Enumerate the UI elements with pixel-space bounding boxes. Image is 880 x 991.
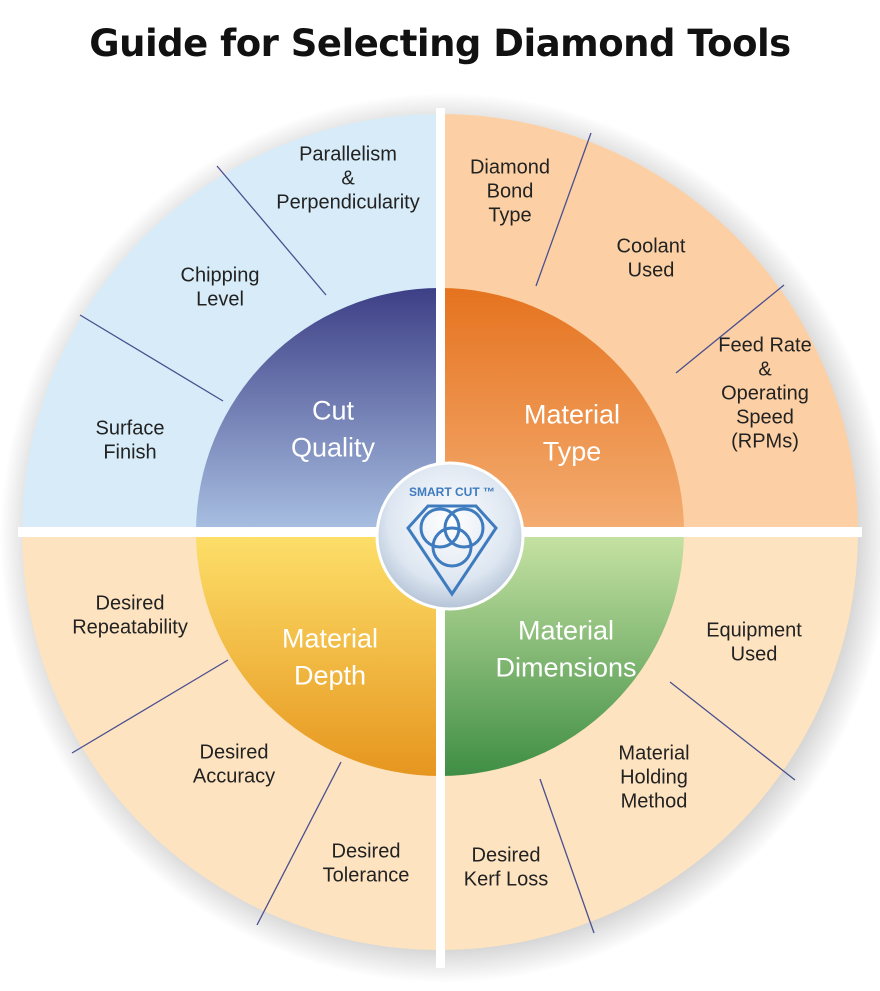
page-title: Guide for Selecting Diamond Tools <box>89 22 791 65</box>
segment-label-line: Finish <box>103 441 156 463</box>
segment-label-line: Holding <box>620 766 688 788</box>
core-quadrant-cut-quality <box>196 288 440 532</box>
logo-text: SMART CUT ™ <box>409 485 495 499</box>
segment-label-line: & <box>758 358 772 380</box>
core-quadrant-material-depth <box>196 532 440 776</box>
segment-label-line: Used <box>731 643 778 665</box>
segment-label: Parallelism&Perpendicularity <box>276 143 419 213</box>
segment-label-line: Coolant <box>617 235 686 257</box>
diamond-logo-icon <box>406 504 498 597</box>
segment-label-line: Kerf Loss <box>464 868 548 890</box>
segment-label-line: Accuracy <box>193 765 275 787</box>
segment-label-line: Used <box>628 259 675 281</box>
logo-badge <box>375 461 525 611</box>
segment-dividers <box>71 132 796 934</box>
segment-label-line: Equipment <box>706 619 802 641</box>
segment-label-line: Surface <box>96 417 165 439</box>
segment-label-line: Method <box>621 790 688 812</box>
segment-label-line: Tolerance <box>323 864 410 886</box>
segment-label-line: (RPMs) <box>731 430 799 452</box>
segment-label-line: Desired <box>200 741 269 763</box>
segment-label-line: Repeatability <box>72 616 188 638</box>
core-label-line: Dimensions <box>495 652 636 682</box>
core-label-line: Cut <box>312 395 355 425</box>
core-label-line: Depth <box>294 660 366 690</box>
core-label-line: Material <box>518 615 614 645</box>
segment-label-line: Desired <box>332 840 401 862</box>
core-label-line: Material <box>282 623 378 653</box>
segment-label-line: Chipping <box>181 264 260 286</box>
segment-label-line: Operating <box>721 382 809 404</box>
segment-label-line: Speed <box>736 406 794 428</box>
segment-label-line: Type <box>488 204 531 226</box>
segment-label-line: Material <box>618 742 689 764</box>
segment-label-line: Feed Rate <box>718 334 811 356</box>
core-label-line: Quality <box>291 432 376 462</box>
segment-label-line: Perpendicularity <box>276 191 419 213</box>
segment-label-line: Bond <box>487 180 534 202</box>
segment-label-line: Parallelism <box>299 143 397 165</box>
segment-label-line: Desired <box>472 844 541 866</box>
core-quadrant-material-dimensions <box>440 532 684 776</box>
segment-label-line: Diamond <box>470 156 550 178</box>
core-quadrant-material-type <box>440 288 684 532</box>
segment-label-line: Desired <box>96 592 165 614</box>
core-label-line: Material <box>524 399 620 429</box>
core-label-line: Type <box>543 436 602 466</box>
segment-label-line: Level <box>196 288 244 310</box>
segment-label-line: & <box>341 167 355 189</box>
smart-cut-logo: SMART CUT ™ <box>375 461 525 611</box>
